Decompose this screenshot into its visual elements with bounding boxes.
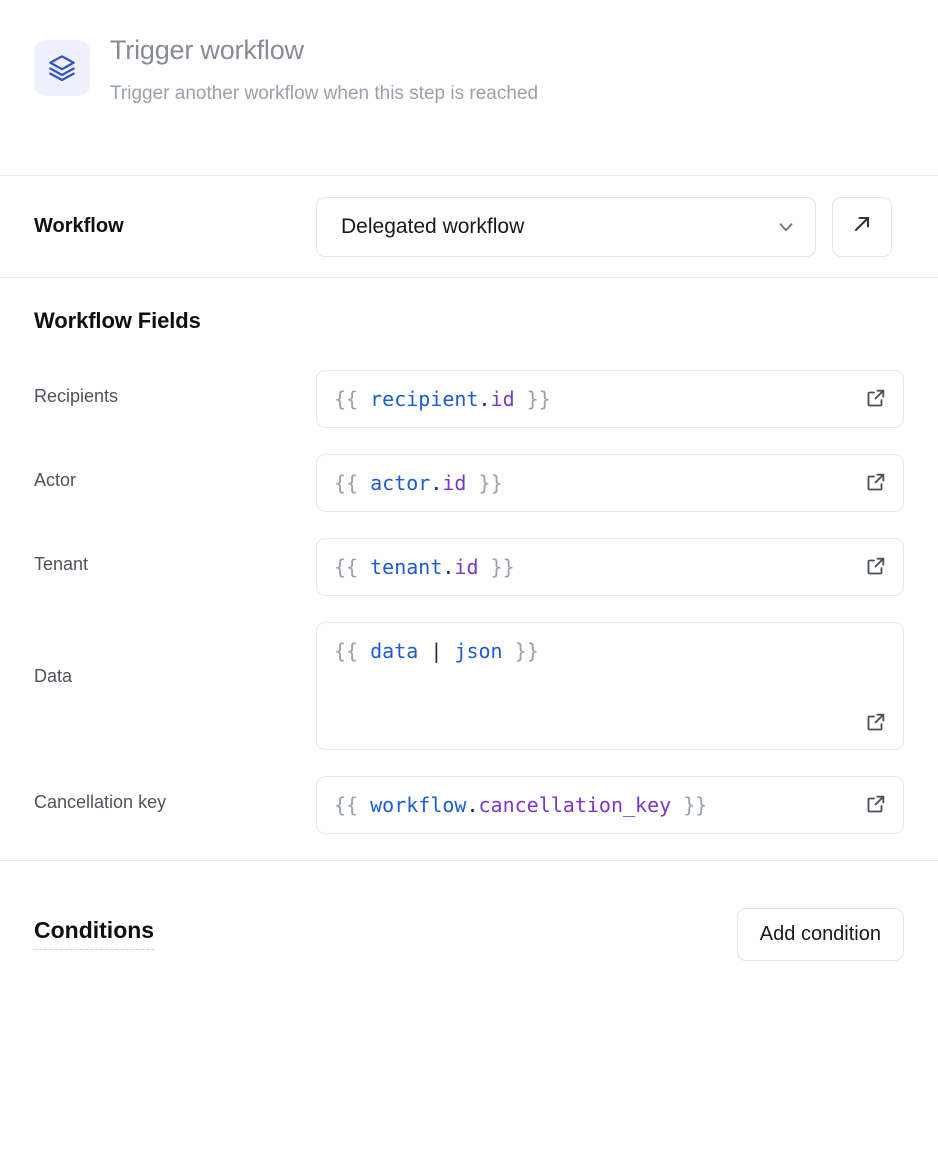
arrow-up-right-icon bbox=[850, 212, 874, 241]
external-link-icon[interactable] bbox=[863, 709, 889, 735]
template-input[interactable]: {{ actor.id }} bbox=[316, 454, 904, 512]
add-condition-button[interactable]: Add condition bbox=[736, 907, 904, 961]
conditions-section: Conditions Add condition bbox=[0, 861, 938, 1007]
field-row: Recipients {{ recipient.id }} bbox=[34, 370, 904, 428]
external-link-icon[interactable] bbox=[863, 791, 889, 817]
field-label: Tenant bbox=[34, 554, 89, 574]
external-link-icon[interactable] bbox=[863, 553, 889, 579]
template-input[interactable]: {{ recipient.id }} bbox=[316, 370, 904, 428]
workflow-select-value: Delegated workflow bbox=[341, 214, 525, 238]
template-input[interactable]: {{ data | json }} bbox=[316, 622, 904, 750]
chevron-down-icon bbox=[775, 216, 797, 238]
field-row: Cancellation key {{ workflow.cancellation… bbox=[34, 776, 904, 834]
template-input-value: {{ recipient.id }} bbox=[334, 387, 551, 411]
template-input[interactable]: {{ tenant.id }} bbox=[316, 538, 904, 596]
external-link-icon[interactable] bbox=[863, 469, 889, 495]
step-header: Trigger workflow Trigger another workflo… bbox=[0, 0, 938, 176]
page-title: Trigger workflow bbox=[110, 35, 304, 65]
workflow-fields-list: Recipients {{ recipient.id }} Actor {{ acto… bbox=[34, 370, 904, 834]
open-workflow-button[interactable] bbox=[832, 196, 892, 257]
field-row: Data {{ data | json }} bbox=[34, 622, 904, 750]
template-input-value: {{ actor.id }} bbox=[334, 471, 503, 495]
workflow-select-row: Workflow Delegated workflow bbox=[0, 176, 938, 278]
field-label: Actor bbox=[34, 470, 77, 490]
workflow-fields-heading: Workflow Fields bbox=[34, 308, 201, 333]
field-label: Cancellation key bbox=[34, 792, 167, 812]
template-input[interactable]: {{ workflow.cancellation_key }} bbox=[316, 776, 904, 834]
field-label: Data bbox=[34, 666, 73, 686]
workflow-label: Workflow bbox=[34, 215, 124, 237]
template-input-value: {{ workflow.cancellation_key }} bbox=[334, 793, 708, 817]
field-row: Actor {{ actor.id }} bbox=[34, 454, 904, 512]
field-row: Tenant {{ tenant.id }} bbox=[34, 538, 904, 596]
page-subtitle: Trigger another workflow when this step … bbox=[110, 83, 539, 105]
field-label: Recipients bbox=[34, 386, 119, 406]
template-input-value: {{ tenant.id }} bbox=[334, 555, 515, 579]
workflow-select[interactable]: Delegated workflow bbox=[316, 196, 816, 257]
workflow-fields-section: Workflow Fields Recipients {{ recipient.i… bbox=[0, 278, 938, 861]
external-link-icon[interactable] bbox=[863, 385, 889, 411]
layers-icon bbox=[34, 40, 90, 96]
template-input-value: {{ data | json }} bbox=[334, 639, 539, 663]
conditions-title[interactable]: Conditions bbox=[34, 918, 155, 950]
